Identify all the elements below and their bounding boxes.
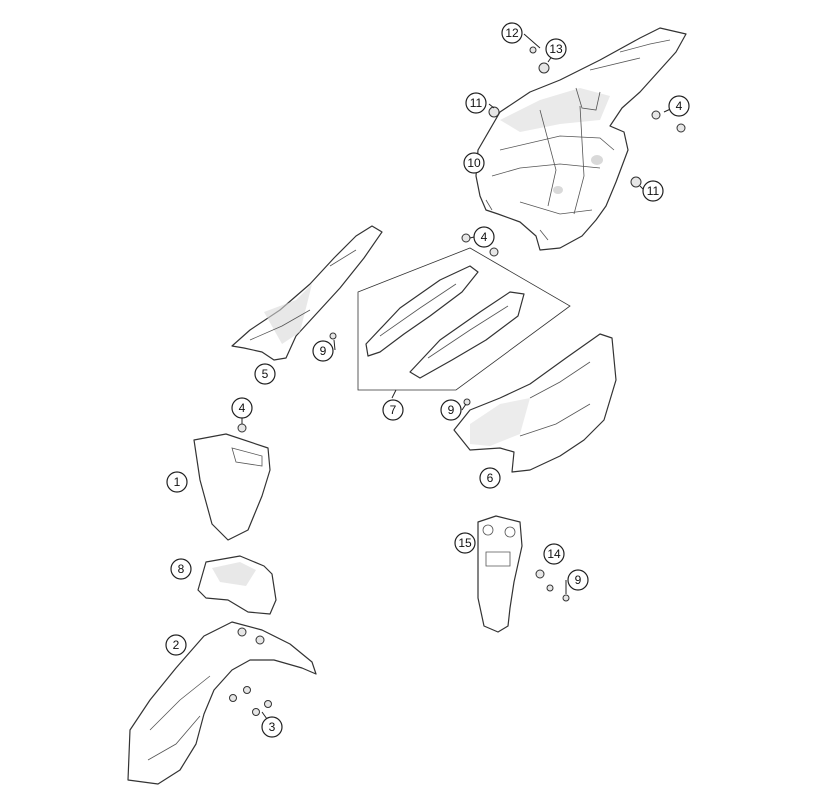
callout-9-mud-flap: 9 [567, 569, 589, 591]
svg-text:9: 9 [448, 403, 455, 417]
svg-text:14: 14 [547, 547, 561, 561]
callout-1: 1 [166, 471, 188, 493]
callout-11-left: 11 [465, 92, 487, 114]
callout-6: 6 [479, 467, 501, 489]
svg-text:4: 4 [481, 230, 488, 244]
callout-10: 10 [463, 152, 485, 174]
callout-15: 15 [454, 532, 476, 554]
side-panel-right [453, 333, 617, 473]
callout-12: 12 [501, 22, 523, 44]
callout-9-airbox: 9 [312, 340, 334, 362]
number-plate [193, 423, 271, 541]
svg-text:12: 12 [505, 26, 519, 40]
callout-3: 3 [261, 716, 283, 738]
svg-text:9: 9 [320, 344, 327, 358]
svg-text:3: 3 [269, 720, 276, 734]
svg-text:11: 11 [470, 96, 483, 110]
callout-13: 13 [545, 38, 567, 60]
callout-4-side-cover: 4 [473, 226, 495, 248]
callout-8: 8 [170, 558, 192, 580]
svg-text:11: 11 [647, 184, 660, 198]
svg-text:2: 2 [173, 638, 180, 652]
svg-text:5: 5 [262, 367, 269, 381]
callout-4-number-plate: 4 [231, 397, 253, 419]
callout-11-right: 11 [642, 180, 664, 202]
callout-5: 5 [254, 363, 276, 385]
callout-4-rear-fender: 4 [668, 95, 690, 117]
rear-fender-hardware [488, 46, 686, 188]
callout-7: 7 [382, 399, 404, 421]
svg-text:10: 10 [467, 156, 481, 170]
callout-9-side-panel: 9 [440, 399, 462, 421]
svg-text:4: 4 [239, 401, 246, 415]
screws-front-fender [229, 686, 272, 716]
svg-text:6: 6 [487, 471, 494, 485]
airbox-cover-left [231, 225, 383, 361]
mud-flap [477, 515, 570, 633]
callout-2: 2 [165, 634, 187, 656]
svg-text:13: 13 [549, 42, 563, 56]
rear-fender [475, 27, 687, 251]
front-fender [127, 621, 317, 785]
side-cover-kit [357, 233, 571, 391]
svg-text:15: 15 [458, 536, 472, 550]
svg-text:4: 4 [676, 99, 683, 113]
svg-text:7: 7 [390, 403, 397, 417]
headlight-mask [197, 555, 277, 615]
svg-text:8: 8 [178, 562, 185, 576]
svg-text:1: 1 [174, 475, 181, 489]
svg-text:9: 9 [575, 573, 582, 587]
callout-14: 14 [543, 543, 565, 565]
